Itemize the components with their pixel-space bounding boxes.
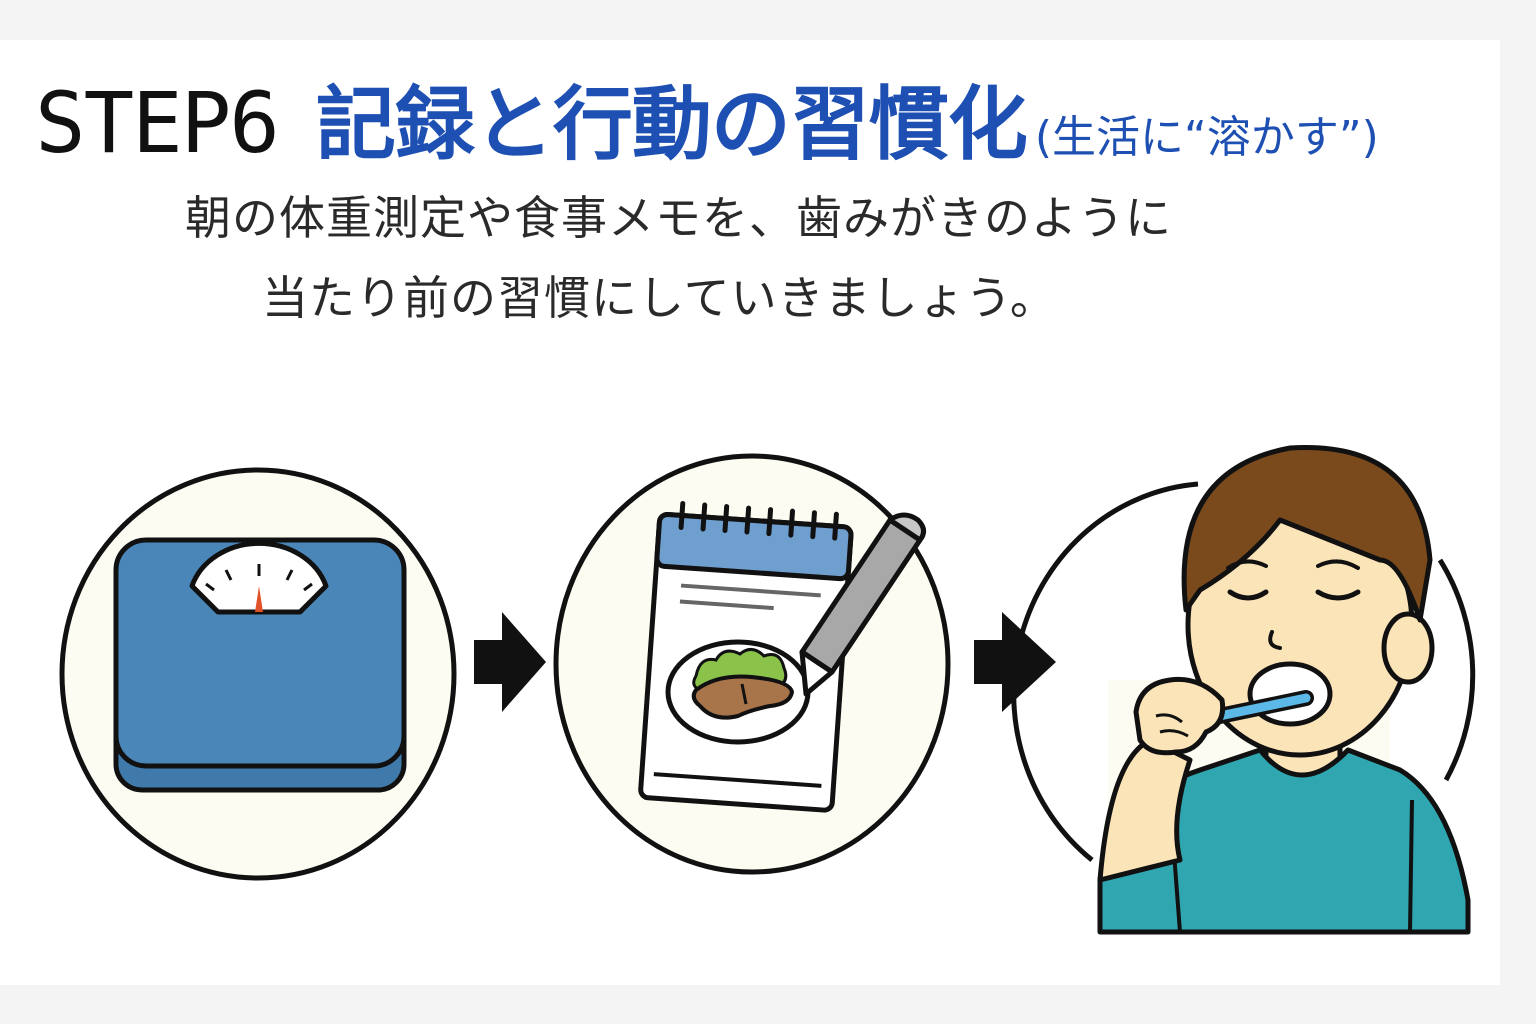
main-title: 記録と行動の習慣化 [315,78,1028,171]
arrow-right-icon [474,612,546,712]
description-line-2: 当たり前の習慣にしていきましょう。 [262,271,1057,325]
page-title: STEP6 記録と行動の習慣化 (生活に“溶かす”) [35,60,1379,180]
meal-notepad-icon [553,453,951,875]
sub-title: (生活に“溶かす”) [1034,112,1379,163]
pencil-icon [799,512,926,697]
boy-brushing-teeth-icon [1011,445,1476,935]
description-line-1: 朝の体重測定や食事メモを、歯みがきのように [185,191,1172,245]
bathroom-scale-icon [59,467,457,881]
step-label: STEP6 [35,74,280,172]
